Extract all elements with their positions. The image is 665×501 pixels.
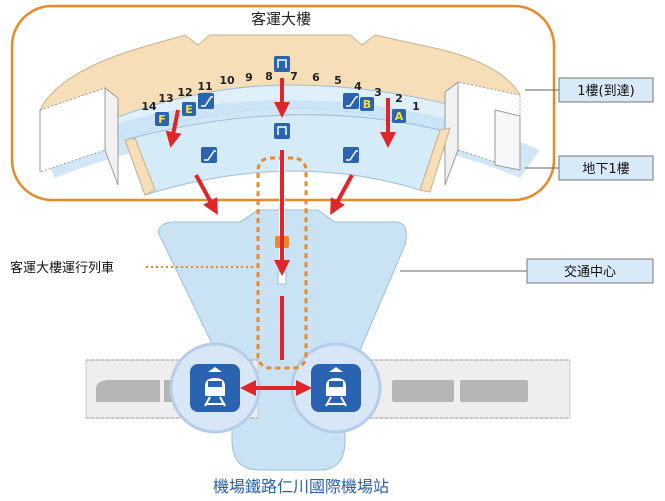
callout-floor1: 1樓(到達) — [525, 77, 654, 103]
gate-number: 14 — [141, 100, 157, 113]
train-icon — [325, 367, 347, 407]
svg-text:客運大樓運行列車: 客運大樓運行列車 — [10, 260, 114, 276]
exit-badge-A[interactable]: A — [392, 109, 406, 123]
gate-number: 9 — [245, 71, 253, 84]
flow-arrows — [165, 78, 396, 360]
escalator-icon — [198, 93, 214, 109]
callout-basement1: 地下1樓 — [525, 155, 654, 181]
gate-number: 12 — [177, 86, 192, 99]
gate-numbers: 14 13 12 11 10 9 8 7 6 5 4 3 2 1 — [141, 70, 419, 113]
svg-text:B: B — [363, 98, 371, 111]
walkway-frame — [124, 127, 451, 196]
exit-badge-E[interactable]: E — [182, 102, 196, 116]
escalator-icon — [343, 147, 359, 163]
svg-text:交通中心: 交通中心 — [564, 264, 616, 280]
gate-number: 8 — [265, 70, 273, 83]
right-train — [392, 380, 528, 402]
callout-shuttle: 客運大樓運行列車 — [10, 260, 256, 276]
callout-transport-center: 交通中心 — [400, 258, 654, 284]
gate-number: 10 — [219, 74, 235, 87]
svg-text:地下1樓: 地下1樓 — [582, 162, 629, 177]
left-wing — [39, 86, 119, 186]
left-train — [96, 380, 174, 402]
train-icon — [204, 367, 226, 407]
exit-badge-B[interactable]: B — [360, 97, 374, 111]
svg-text:E: E — [185, 103, 193, 116]
gate-number: 5 — [334, 74, 342, 87]
gate-number: 3 — [374, 86, 382, 99]
gate-number: 2 — [395, 92, 403, 105]
escalator-icon — [343, 93, 359, 109]
station-name: 機場鐵路仁川國際機場站 — [213, 477, 389, 496]
exit-badge-F[interactable]: F — [155, 112, 169, 126]
gate-number: 7 — [290, 70, 298, 83]
escalator-icon — [201, 147, 217, 163]
svg-text:F: F — [158, 113, 166, 126]
elevator-icon — [274, 123, 290, 139]
gate-number: 1 — [412, 100, 420, 113]
right-wing — [444, 80, 521, 186]
gate-number: 13 — [158, 92, 173, 105]
gate-number: 4 — [354, 80, 362, 93]
elevator-icon — [274, 56, 290, 72]
terminal-title: 客運大樓 — [251, 10, 311, 28]
svg-text:1樓(到達): 1樓(到達) — [577, 84, 634, 99]
gate-number: 11 — [197, 80, 212, 93]
svg-text:A: A — [395, 110, 404, 123]
gate-number: 6 — [312, 71, 320, 84]
